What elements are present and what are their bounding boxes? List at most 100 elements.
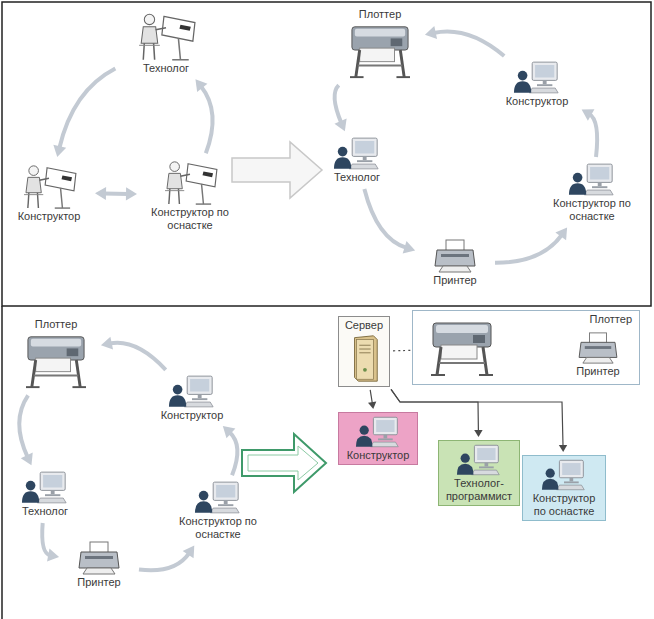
printer-icon <box>433 238 477 274</box>
node-label: Плоттер <box>359 8 402 21</box>
connector-line <box>370 390 372 404</box>
arrow-head <box>53 145 66 157</box>
arrow-head <box>101 337 113 350</box>
node-label: Конструктор по оснастке <box>552 197 632 223</box>
arrow-head <box>47 549 59 562</box>
arrow-head <box>555 227 567 240</box>
workstation-icon <box>194 480 242 515</box>
network-link <box>368 390 376 409</box>
station-box: Сервер <box>338 316 390 387</box>
flow-arrow <box>101 337 166 370</box>
node-label: Технолог <box>334 171 380 184</box>
arrow-head <box>559 445 567 452</box>
panel-border <box>2 2 651 306</box>
connector-line <box>495 235 562 263</box>
workstation-icon <box>513 60 561 95</box>
arrow-head <box>95 187 106 200</box>
connector-line <box>201 86 213 153</box>
drafting-table-icon <box>161 158 219 206</box>
flow-arrow <box>364 189 415 254</box>
node-label: Технолог <box>143 62 189 75</box>
flow-arrow <box>53 69 115 158</box>
flow-arrow <box>582 109 598 157</box>
workstation-icon <box>21 470 69 505</box>
workstation-icon <box>541 458 587 492</box>
arrow-head <box>334 119 346 132</box>
arrow-head <box>126 187 137 200</box>
connector-line <box>19 395 28 457</box>
node-label: Конструктор <box>506 95 569 108</box>
node-label: Плоттер <box>35 318 78 331</box>
flow-arrow <box>195 79 212 153</box>
flow-arrow <box>42 523 59 562</box>
node-label: Конструктор <box>347 449 410 462</box>
node-label: Плоттер <box>589 313 632 326</box>
station-box: ПлоттерПринтер <box>412 310 640 385</box>
plotter-icon <box>427 317 497 379</box>
transition-arrow <box>248 446 318 480</box>
icon-node: Принтер <box>418 236 492 289</box>
flow-arrow <box>495 227 567 262</box>
arrow-head <box>21 453 33 466</box>
arrow-head <box>474 430 482 437</box>
icon-node: Технолог <box>118 8 214 77</box>
station-box: Технолог-программист <box>438 440 520 506</box>
icon-node: Конструктор по оснастке <box>542 160 642 225</box>
flow-arrow <box>139 545 194 570</box>
workstation-icon <box>355 415 401 449</box>
connector-line <box>139 553 189 570</box>
station-box: Конструктор по оснастке <box>522 455 606 521</box>
transition-arrow <box>242 434 326 492</box>
panel-border <box>1 306 3 619</box>
node-label: Конструктор по оснастке <box>178 515 258 541</box>
icon-node: Технолог <box>318 134 396 186</box>
icon-node: Конструктор <box>495 58 579 110</box>
icon-node: Конструктор <box>150 372 234 424</box>
icon-node: Конструктор по оснастке <box>140 156 240 234</box>
arrow-head <box>582 109 595 120</box>
transition-arrow <box>232 142 322 198</box>
icon-node: Принтер <box>563 329 633 380</box>
node-label: Принтер <box>77 576 120 589</box>
icon-node: Плоттер <box>338 6 422 83</box>
node-label: Конструктор по оснастке <box>150 206 230 232</box>
plotter-icon <box>427 317 497 379</box>
connector-line <box>229 432 237 475</box>
node-label: Принтер <box>576 365 619 378</box>
drafting-table-icon <box>20 162 78 210</box>
printer-icon <box>77 540 121 576</box>
node-label: Конструктор <box>161 409 224 422</box>
node-label: Сервер <box>345 319 383 332</box>
connector-line <box>364 189 406 248</box>
drafting-table-icon <box>135 10 197 62</box>
node-label: Технолог-программист <box>442 477 516 503</box>
flow-arrow <box>223 426 238 475</box>
arrow-head <box>403 241 415 254</box>
workstation-icon <box>168 374 216 409</box>
connector-line <box>59 69 115 149</box>
connector-line <box>335 85 342 123</box>
arrow-head <box>425 26 437 39</box>
flow-arrow <box>95 187 137 201</box>
connector-line <box>104 191 128 195</box>
flow-arrow <box>334 85 346 131</box>
arrow-head <box>183 545 195 558</box>
plotter-icon <box>22 331 90 391</box>
workstation-icon <box>333 136 381 171</box>
icon-node: Конструктор по оснастке <box>168 478 268 543</box>
icon-node: Плоттер <box>14 316 98 393</box>
node-label: Конструктор по оснастке <box>526 492 602 518</box>
server-icon <box>345 332 383 384</box>
flow-arrow <box>425 26 504 56</box>
flow-arrow <box>19 395 32 465</box>
icon-node: Конструктор <box>6 160 92 225</box>
node-label: Технолог <box>22 505 68 518</box>
connector-line <box>589 114 597 157</box>
workstation-icon <box>568 162 616 197</box>
arrow-head <box>195 79 207 92</box>
connector-line <box>434 31 505 56</box>
connector-line <box>110 343 166 370</box>
station-box: Конструктор <box>338 412 418 465</box>
plotter-icon <box>346 21 414 81</box>
icon-node: Технолог <box>6 468 84 520</box>
